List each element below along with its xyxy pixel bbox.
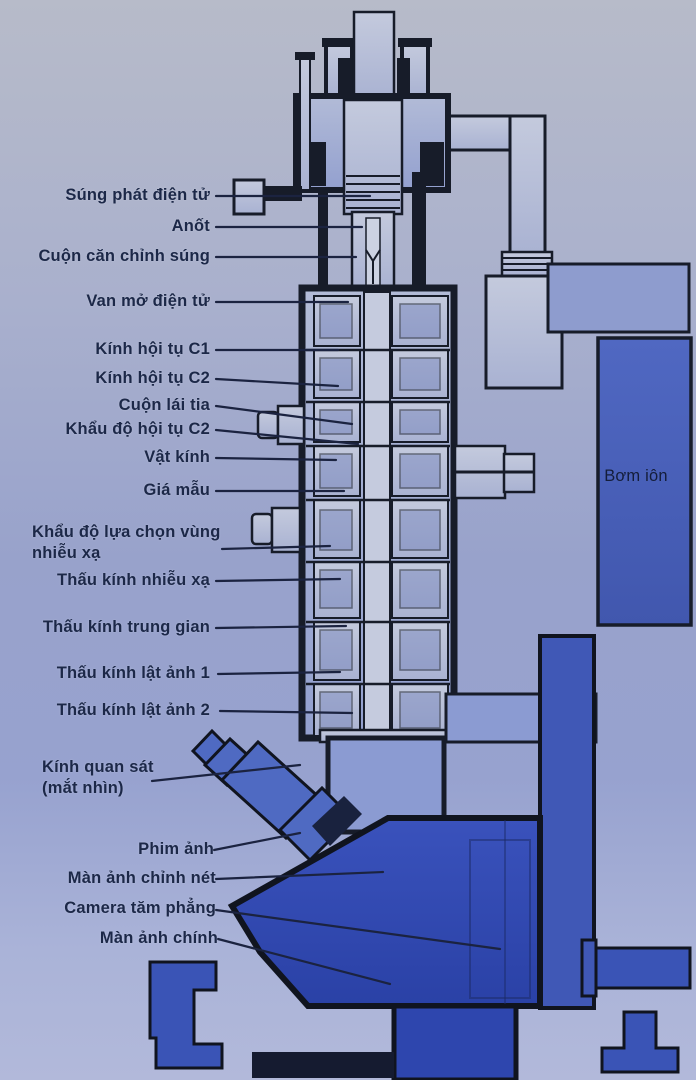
binocular-scope xyxy=(190,728,362,863)
lens-column xyxy=(298,284,458,742)
leader-intermediate-lens xyxy=(214,624,348,630)
electron-gun-assembly xyxy=(232,10,451,216)
label-main-screen: Màn ảnh chính xyxy=(99,929,218,947)
leader-c2-aperture xyxy=(214,428,360,446)
label-photographic-film: Phim ảnh xyxy=(138,840,214,858)
label-objective-lens: Vật kính xyxy=(144,448,210,466)
label-intermediate-lens: Thấu kính trung gian xyxy=(42,618,210,636)
label-gun-alignment-coil: Cuộn căn chỉnh súng xyxy=(38,247,210,265)
label-electron-valve: Van mở điện tử xyxy=(86,292,210,310)
anode-valve-tube xyxy=(318,172,426,292)
label-plate-camera: Camera tăm phẳng xyxy=(64,899,216,917)
vacuum-pipework xyxy=(443,114,691,390)
label-condenser-lens-c2: Kính hội tụ C2 xyxy=(95,369,210,387)
leader-objective xyxy=(214,456,338,462)
label-focusing-screen: Màn ảnh chỉnh nét xyxy=(67,869,216,887)
label-viewing-binoculars: Kính quan sát (mắt nhìn) xyxy=(42,758,154,797)
leader-plate-camera xyxy=(214,908,502,951)
leader-film xyxy=(212,831,302,852)
aperture-drives xyxy=(250,404,306,554)
label-c2-condenser-aperture: Khẩu độ hội tụ C2 xyxy=(65,420,210,438)
label-beam-deflector-coil: Cuộn lái tia xyxy=(118,396,210,414)
viewing-chamber xyxy=(227,815,543,1080)
label-anode: Anốt xyxy=(171,217,210,235)
base-feet xyxy=(148,938,692,1074)
leader-lines xyxy=(150,194,502,986)
specimen-goniometer xyxy=(453,444,536,500)
label-ion-pump: Bơm iôn xyxy=(604,467,668,485)
label-projector-lens-1: Thấu kính lật ảnh 1 xyxy=(56,664,210,682)
label-specimen-holder: Giá mẫu xyxy=(143,481,210,499)
leader-projector-1 xyxy=(216,670,342,676)
leader-sad-aperture xyxy=(220,544,332,551)
leader-binoculars xyxy=(150,763,302,783)
leader-diffraction-lens xyxy=(214,577,342,583)
leader-beam-deflector xyxy=(214,404,354,426)
leader-focusing-screen xyxy=(214,870,385,881)
label-sad-aperture: Khẩu độ lựa chọn vùng nhiễu xạ xyxy=(32,523,221,562)
leader-main-screen xyxy=(216,937,392,986)
leader-condenser-c2 xyxy=(214,377,340,388)
label-projector-lens-2: Thấu kính lật ảnh 2 xyxy=(56,701,210,719)
label-electron-gun: Súng phát điện tử xyxy=(65,186,210,204)
label-diffraction-lens: Thấu kính nhiễu xạ xyxy=(56,571,210,589)
ion-pump-body xyxy=(596,336,693,627)
label-condenser-lens-c1: Kính hội tụ C1 xyxy=(95,340,210,358)
leader-projector-2 xyxy=(218,709,354,715)
